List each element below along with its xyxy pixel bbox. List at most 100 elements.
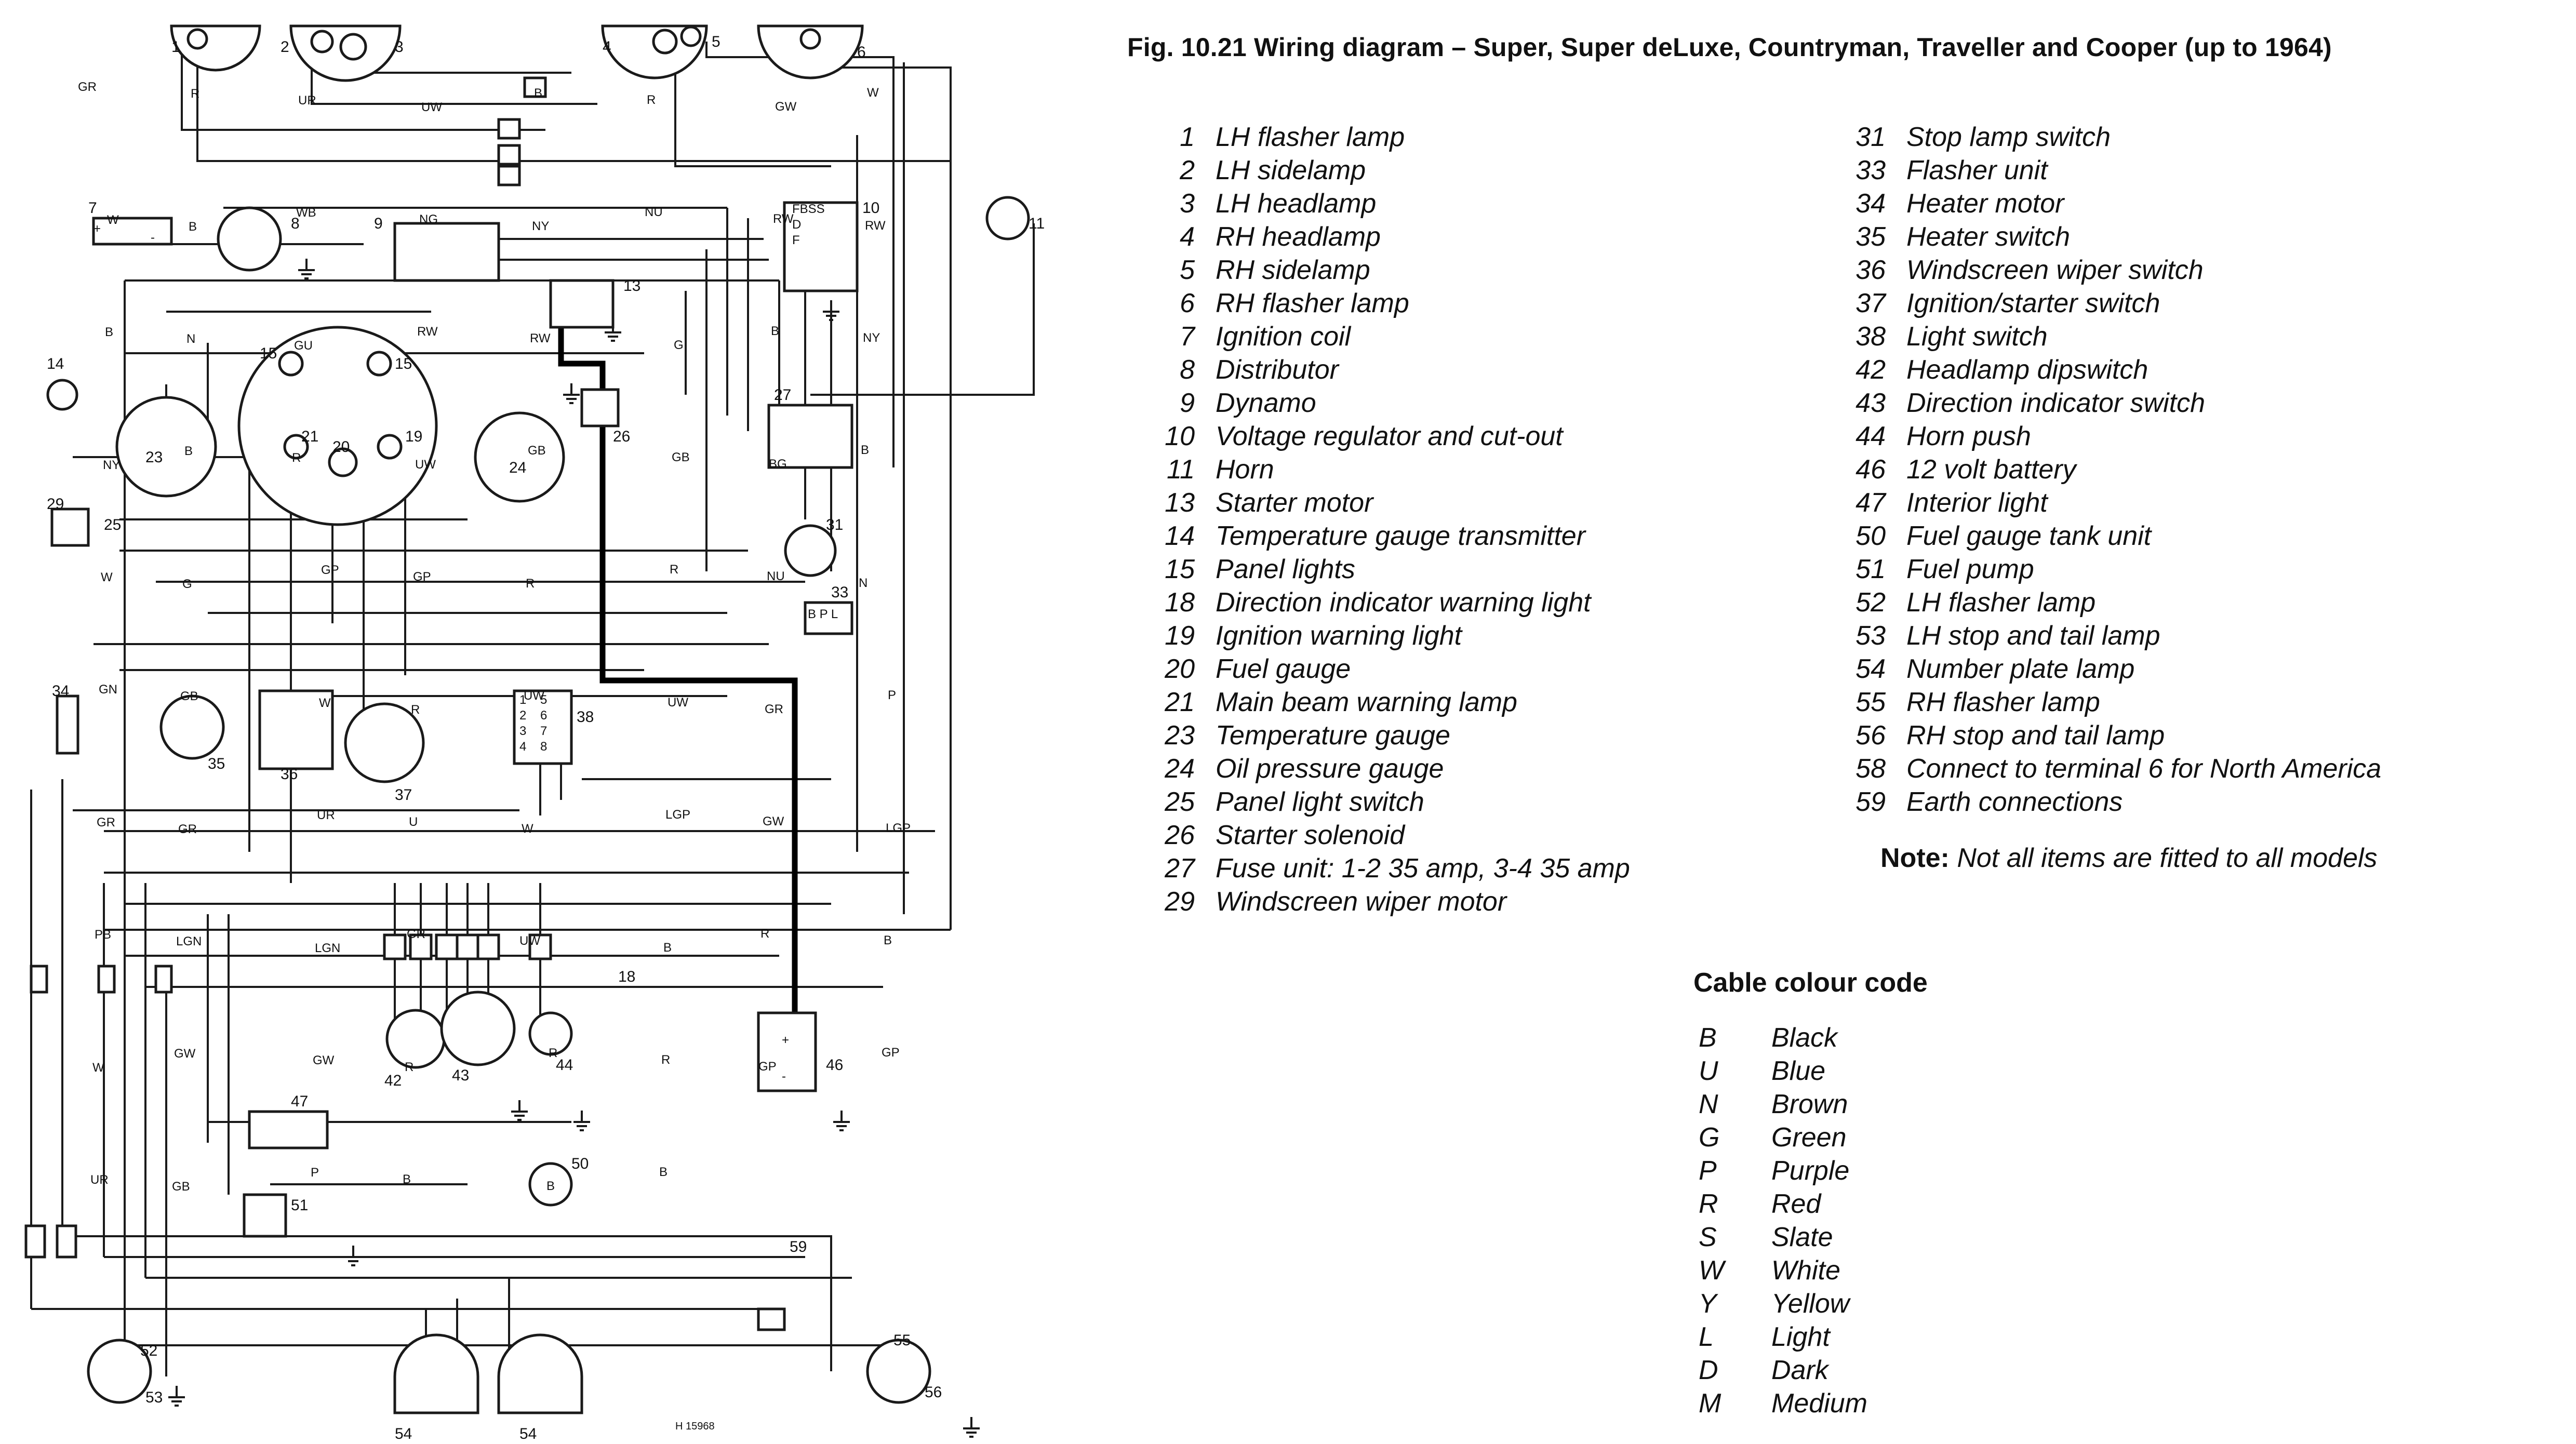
connector-block [97, 965, 116, 994]
legend-item-label: Number plate lamp [1906, 654, 2135, 684]
horn-push-symbol [528, 1011, 573, 1056]
legend-item-label: 12 volt battery [1906, 454, 2076, 485]
wire-colour-label: GR [407, 927, 425, 941]
wire-colour-label: GP [882, 1046, 900, 1060]
earth-icon [963, 1417, 980, 1438]
wire-colour-label: NY [103, 458, 120, 472]
wire-colour-label: GB [672, 450, 690, 464]
legend-item-number: 19 [1165, 621, 1195, 651]
wire-colour-label: GB [528, 444, 546, 458]
legend-item-label: Oil pressure gauge [1216, 754, 1444, 784]
cable-code-colour: Black [1771, 1023, 1838, 1053]
legend-item-number: 34 [1856, 189, 1886, 219]
component-number: 7 [88, 199, 97, 217]
horn-symbol [985, 196, 1030, 240]
wire-colour-label: GR [178, 822, 197, 836]
cable-code-letter: B [1699, 1023, 1717, 1053]
wire-colour-label: R [411, 703, 420, 717]
terminal-mark: 8 [540, 740, 547, 754]
legend-item-label: Panel lights [1216, 554, 1355, 584]
panel-light-icon [366, 351, 392, 377]
earth-icon [298, 259, 315, 279]
wire-colour-label: P [311, 1166, 319, 1180]
legend-item-number: 33 [1856, 155, 1886, 185]
cable-code-letter: Y [1699, 1289, 1717, 1319]
wire-colour-label: RW [417, 325, 438, 339]
connector-block [435, 933, 459, 960]
wire-colour-label: R [526, 577, 535, 591]
legend-item-number: 59 [1856, 787, 1886, 817]
starter-solenoid-symbol [580, 388, 620, 427]
wire-colour-label: B [403, 1172, 411, 1186]
component-number: 13 [623, 277, 640, 295]
speedometer-symbol [237, 326, 438, 526]
heater-switch-symbol [159, 694, 225, 760]
connector-block [30, 965, 48, 994]
earth-icon [511, 1100, 528, 1121]
number-plate-lamp-symbol [393, 1333, 479, 1414]
connector-block [56, 1224, 77, 1259]
legend-item-number: 10 [1165, 421, 1195, 451]
cable-code-letter: M [1699, 1388, 1721, 1419]
legend-item-number: 50 [1856, 521, 1886, 551]
connector-block [409, 933, 433, 960]
wire-colour-label: UW [524, 689, 544, 703]
wire-colour-label: R [191, 87, 199, 101]
wire-colour-label: W [319, 696, 331, 710]
earth-icon [823, 300, 839, 321]
ignition-coil-symbol [92, 217, 173, 246]
connector-block [757, 1307, 786, 1331]
legend-item-label: Temperature gauge transmitter [1216, 521, 1586, 551]
component-number: 52 [140, 1342, 157, 1359]
wire-colour-label: NY [532, 219, 549, 233]
lh-stop-tail-lamp-symbol [87, 1339, 152, 1404]
dynamo-symbol [393, 222, 500, 282]
earth-icon [833, 1111, 850, 1131]
legend-item-number: 52 [1856, 587, 1886, 618]
wire-colour-label: UW [415, 458, 436, 472]
wire-colour-label: R [647, 93, 656, 107]
wire-colour-label: GR [765, 702, 783, 716]
terminal-mark: + [94, 222, 101, 236]
wire-colour-label: W [522, 822, 533, 836]
legend-item-number: 53 [1856, 621, 1886, 651]
component-number: 33 [831, 584, 848, 601]
lamp-bulb-icon [652, 29, 678, 55]
component-number: 11 [1029, 215, 1045, 232]
rh-flasher-lamp-symbol [757, 24, 864, 79]
legend-item-number: 2 [1180, 155, 1195, 185]
component-number: 26 [613, 428, 630, 445]
cable-code-colour: White [1771, 1255, 1840, 1286]
wire-colour-label: W [92, 1061, 104, 1075]
wire-colour-label: G [182, 577, 192, 591]
legend-item-number: 13 [1165, 488, 1195, 518]
component-number: 53 [145, 1389, 163, 1406]
legend-item-label: RH headlamp [1216, 222, 1381, 252]
earth-icon [605, 321, 621, 342]
component-number: 20 [332, 438, 350, 456]
legend-item-label: Flasher unit [1906, 155, 2048, 185]
legend-item-label: Stop lamp switch [1906, 122, 2111, 152]
wire-colour-label: UR [298, 93, 316, 108]
cable-code-colour: Light [1771, 1322, 1830, 1352]
earth-icon [573, 1111, 590, 1131]
wire-colour-label: R [661, 1053, 670, 1067]
terminal-mark: - [151, 231, 155, 245]
wire-colour-label: GW [174, 1047, 196, 1061]
legend-item-number: 8 [1180, 355, 1195, 385]
legend-item-number: 14 [1165, 521, 1195, 551]
component-number: 31 [826, 516, 843, 533]
wire-colour-label: B [861, 443, 869, 457]
legend-item-number: 46 [1856, 454, 1886, 485]
light-switch-symbol [513, 689, 573, 765]
component-number: 24 [509, 459, 526, 476]
legend-item-label: Ignition warning light [1216, 621, 1462, 651]
wire-colour-label: NY [863, 331, 880, 345]
connector-block [24, 1224, 46, 1259]
earth-icon [345, 1246, 362, 1266]
wire-colour-label: NU [767, 569, 785, 583]
legend-item-number: 20 [1165, 654, 1195, 684]
legend-item-label: LH headlamp [1216, 189, 1377, 219]
terminal-mark: 6 [540, 708, 547, 723]
